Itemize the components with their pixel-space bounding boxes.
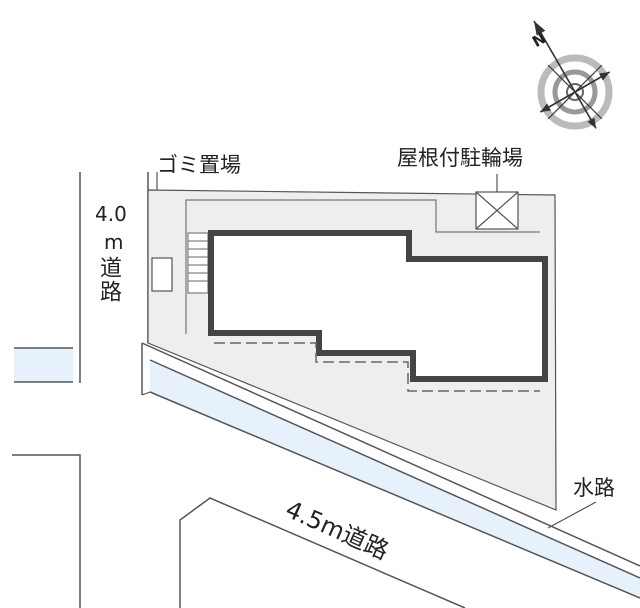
bike-parking-label: 屋根付駐輪場 [397,146,523,170]
site-path-outline [185,199,540,334]
building [208,230,548,382]
west-road-name-label: 道路 [96,256,121,304]
balcony-outline [214,342,540,392]
waterway-leader [547,501,597,529]
bike-parking [475,191,519,230]
stairs [187,232,209,294]
waterway-label: 水路 [573,476,615,500]
south-block-boundary [12,454,466,608]
west-waterway [14,347,73,383]
south-waterway [141,342,640,605]
west-road-width-label: 4.0 [95,202,127,226]
garbage-station [151,257,173,292]
compass-icon [533,20,613,130]
garbage-station-label: ゴミ置場 [157,153,241,177]
west-road-unit-label: m [104,230,124,254]
